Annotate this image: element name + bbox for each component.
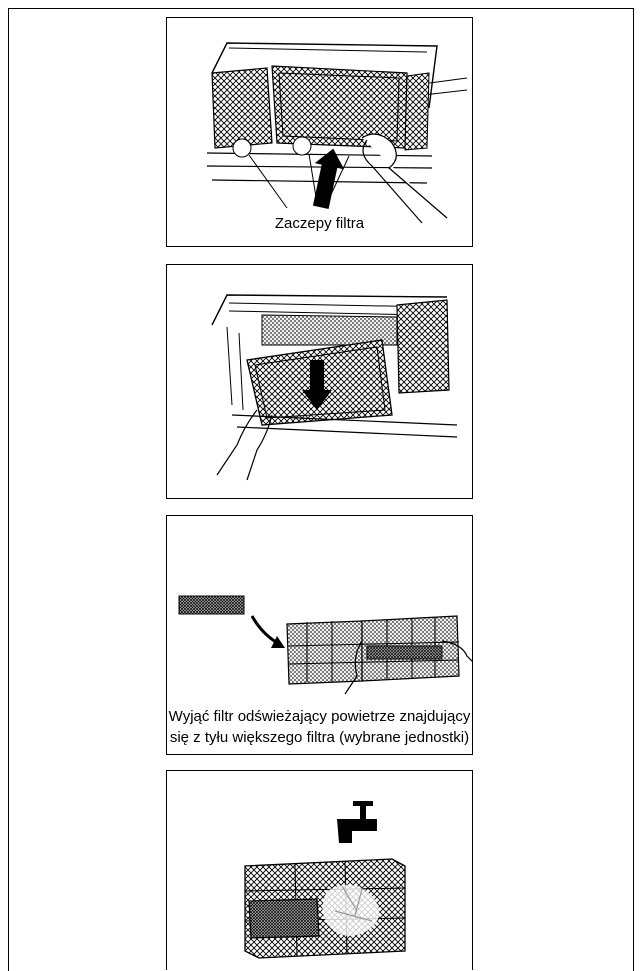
wash-filter-illustration — [167, 771, 473, 970]
caption-line-2: się z tyłu większego filtra (wybrane jed… — [167, 727, 472, 748]
faucet-icon — [337, 801, 377, 843]
filter-tabs-illustration — [167, 18, 473, 247]
filter-tabs-label: Zaczepy filtra — [167, 215, 472, 232]
lower-filter-illustration — [167, 265, 473, 499]
caption-line-1: Wyjąć filtr odświeżający powietrze znajd… — [167, 706, 472, 727]
figure-remove-filter: Zaczepy filtra — [166, 17, 473, 247]
figure-freshening-filter: Wyjąć filtr odświeżający powietrze znajd… — [166, 515, 473, 755]
figure-wash-filter — [166, 770, 473, 970]
figure-lower-filter — [166, 264, 473, 499]
